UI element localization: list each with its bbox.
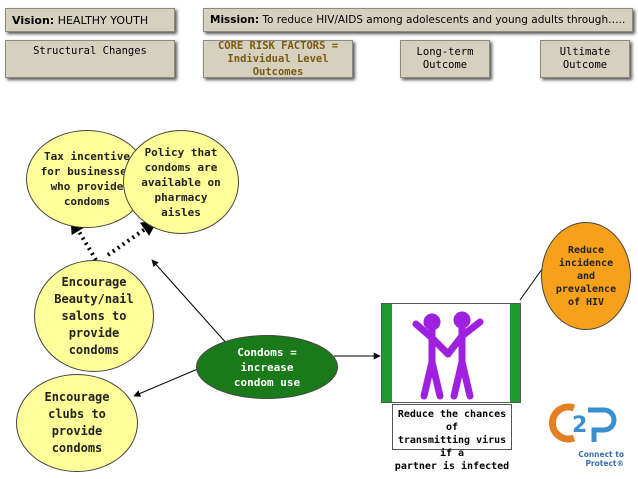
condoms-node: Condoms = increase condom use — [196, 335, 338, 399]
mission-box: Mission: To reduce HIV/AIDS among adoles… — [203, 8, 633, 32]
vision-text: HEALTHY YOUTH — [57, 14, 149, 27]
mission-text: To reduce HIV/AIDS among adolescents and… — [262, 14, 626, 26]
clubs-node: Encourage clubs to provide condoms — [16, 374, 138, 472]
partners-image — [381, 303, 521, 403]
core-risk-label: CORE RISK FACTORS = — [217, 39, 339, 52]
arrow-condoms-to-clubs — [133, 367, 201, 397]
mission-label: Mission: — [210, 14, 260, 26]
c2p-logo: 2 Connect to Protect® — [544, 400, 628, 468]
c2p-tagline: Connect to Protect® — [578, 450, 624, 468]
long-term-header: Long-term Outcome — [400, 40, 490, 78]
dotted-arrow-to-policy — [106, 220, 158, 257]
long-term-label: Long-term Outcome — [416, 46, 474, 71]
vision-box: Vision: HEALTHY YOUTH — [5, 8, 175, 32]
policy-node: Policy that condoms are available on pha… — [123, 130, 239, 234]
arrow-condoms-to-beauty-source — [151, 259, 229, 346]
ultimate-label: Ultimate Outcome — [559, 46, 611, 71]
core-risk-header: CORE RISK FACTORS = Individual Level Out… — [203, 40, 353, 78]
two-people-figure — [382, 304, 520, 402]
vision-label: Vision: — [12, 14, 55, 27]
reduce-chances-caption: Reduce the chances of transmitting virus… — [392, 404, 512, 472]
svg-text:2: 2 — [572, 413, 587, 438]
structural-changes-label: Structural Changes — [33, 45, 147, 57]
core-risk-sublabel: Individual Level Outcomes — [227, 52, 329, 78]
c2p-logo-mark: 2 — [549, 403, 617, 443]
dotted-arrow-to-tax — [70, 217, 98, 262]
structural-changes-header: Structural Changes — [5, 40, 175, 78]
beauty-salons-node: Encourage Beauty/nail salons to provide … — [34, 260, 154, 372]
reduce-hiv-node: Reduce incidence and prevalence of HIV — [541, 222, 631, 330]
ultimate-header: Ultimate Outcome — [540, 40, 630, 78]
